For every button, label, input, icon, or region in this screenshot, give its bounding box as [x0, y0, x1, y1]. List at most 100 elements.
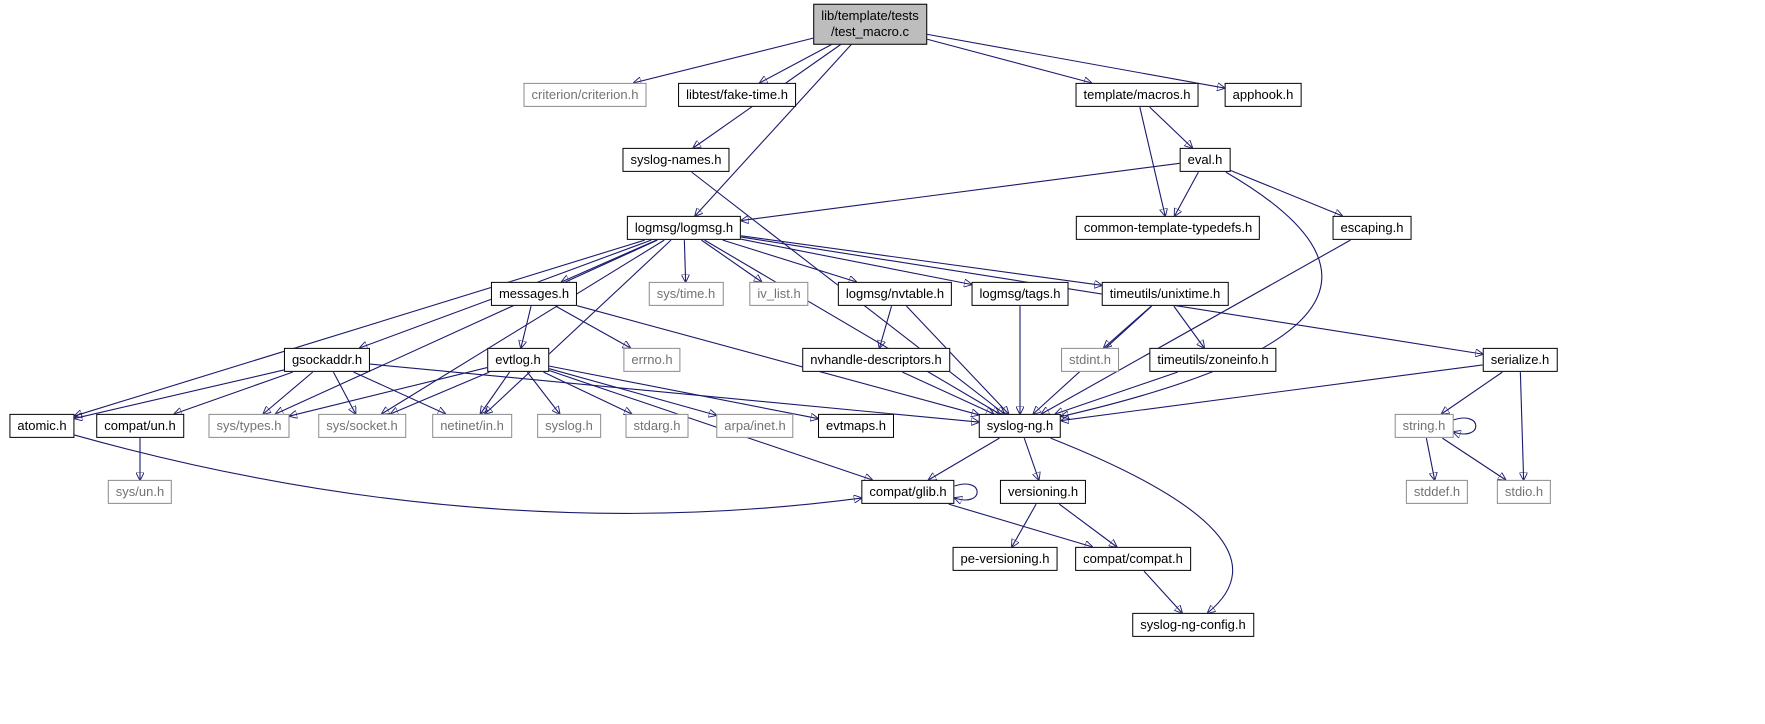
node-netinetin: netinet/in.h [432, 413, 512, 439]
node-unixtime[interactable]: timeutils/unixtime.h [1101, 281, 1229, 307]
edge-messages-errno [555, 305, 631, 348]
edge-evtlog-syssocket [391, 371, 490, 414]
node-eval[interactable]: eval.h [1179, 147, 1231, 173]
node-logmsg[interactable]: logmsg/logmsg.h [626, 215, 742, 241]
node-syssocket: sys/socket.h [318, 413, 406, 439]
node-syslogh: syslog.h [537, 413, 601, 439]
edge-root-apphook [926, 33, 1225, 88]
edge-messages-evtlog [521, 305, 532, 348]
edge-gsockaddr-syslogng [370, 363, 979, 422]
node-stdarg: stdarg.h [625, 413, 689, 439]
node-escaping[interactable]: escaping.h [1332, 215, 1412, 241]
node-glib[interactable]: compat/glib.h [861, 479, 955, 505]
edge-logmsg-messages [562, 239, 657, 282]
edge-logmsg-ivlist [701, 239, 761, 282]
node-syslogng[interactable]: syslog-ng.h [978, 413, 1062, 439]
node-gsockaddr[interactable]: gsockaddr.h [283, 347, 371, 373]
edge-stringh-stddef [1425, 438, 1434, 480]
edge-root-logmsg [695, 43, 852, 216]
edge-eval-cttypedefs [1175, 171, 1199, 216]
edge-logmsg-systime [684, 240, 685, 282]
edge-root-macros [926, 38, 1092, 83]
edge-macros-cttypedefs [1139, 107, 1165, 216]
edge-stringh-stdio [1442, 437, 1505, 480]
edge-gsockaddr-netinetin [353, 371, 446, 414]
edge-messages-syslogng [576, 305, 979, 415]
edge-escaping-syslogng [1042, 239, 1351, 414]
edge-evtlog-evtmaps [548, 365, 818, 419]
node-syslognames[interactable]: syslog-names.h [622, 147, 730, 173]
edge-eval-escaping [1230, 169, 1342, 216]
node-systime: sys/time.h [648, 281, 724, 307]
edge-evtlog-stdarg [543, 371, 632, 414]
edge-glib-compat [948, 503, 1093, 547]
node-root: lib/template/tests /test_macro.c [813, 3, 927, 45]
edge-evtlog-syslogh [526, 371, 559, 414]
node-nvtable[interactable]: logmsg/nvtable.h [837, 281, 953, 307]
node-sngconfig[interactable]: syslog-ng-config.h [1132, 612, 1254, 638]
node-stdint: stdint.h [1061, 347, 1119, 373]
edge-logmsg-systypes [276, 239, 658, 414]
node-ivlist: iv_list.h [749, 281, 809, 307]
edge-serialize-stdio [1520, 372, 1523, 480]
node-macros[interactable]: template/macros.h [1075, 82, 1199, 108]
edge-syslogng-sngconfig [1050, 437, 1234, 613]
edge-evtlog-arpainet [548, 368, 717, 416]
edge-root-criterion [634, 37, 814, 83]
edge-eval-logmsg [741, 162, 1180, 220]
node-systypes: sys/types.h [208, 413, 290, 439]
node-serialize[interactable]: serialize.h [1482, 347, 1558, 373]
node-compat[interactable]: compat/compat.h [1075, 546, 1191, 572]
edge-syslogng-glib [929, 437, 1000, 480]
node-apphook[interactable]: apphook.h [1224, 82, 1302, 108]
node-cttypedefs[interactable]: common-template-typedefs.h [1075, 215, 1261, 241]
node-peversioning[interactable]: pe-versioning.h [952, 546, 1058, 572]
edge-logmsg-netinetin [485, 239, 672, 414]
node-evtmaps[interactable]: evtmaps.h [818, 413, 894, 439]
node-stdio: stdio.h [1496, 479, 1552, 505]
edge-logmsg-unixtime [741, 235, 1102, 285]
edge-nvtable-nvhandle [879, 305, 893, 348]
edge-logmsg-atomic [75, 239, 645, 416]
edge-evtlog-netinetin [480, 371, 511, 414]
edge-gsockaddr-atomic [75, 369, 285, 418]
node-zoneinfo[interactable]: timeutils/zoneinfo.h [1149, 347, 1277, 373]
edge-gsockaddr-syssocket [332, 371, 355, 414]
edge-root-faketime [760, 43, 833, 83]
node-compatun[interactable]: compat/un.h [96, 413, 184, 439]
node-atomic[interactable]: atomic.h [9, 413, 75, 439]
edge-syslogng-versioning [1023, 437, 1039, 480]
edge-logmsg-tags [741, 238, 971, 284]
node-arpainet: arpa/inet.h [716, 413, 794, 439]
edge-nvtable-syslogng [906, 305, 1008, 414]
edge-evtlog-systypes [290, 367, 488, 417]
node-versioning[interactable]: versioning.h [999, 479, 1087, 505]
edge-serialize-stringh [1442, 371, 1503, 414]
edge-stringh-stringh [1453, 417, 1477, 434]
edge-macros-eval [1149, 106, 1193, 148]
edge-unixtime-zoneinfo [1173, 305, 1204, 348]
edge-gsockaddr-compatun [174, 371, 293, 414]
edge-compat-sngconfig [1143, 570, 1182, 613]
node-stddef: stddef.h [1405, 479, 1469, 505]
node-faketime[interactable]: libtest/fake-time.h [678, 82, 796, 108]
edge-logmsg-syslogng [704, 239, 1000, 414]
edge-logmsg-nvtable [722, 239, 856, 282]
edge-gsockaddr-systypes [263, 371, 314, 414]
edge-eval-syslogng [1061, 171, 1323, 416]
node-tags[interactable]: logmsg/tags.h [971, 281, 1069, 307]
node-messages[interactable]: messages.h [490, 281, 578, 307]
edge-versioning-compat [1058, 503, 1116, 547]
edge-versioning-peversioning [1012, 503, 1037, 547]
node-stringh: string.h [1394, 413, 1454, 439]
node-evtlog[interactable]: evtlog.h [487, 347, 549, 373]
edge-logmsg-syssocket [382, 239, 665, 414]
edge-glib-glib [955, 483, 978, 500]
edge-evtlog-glib [548, 369, 872, 479]
node-sysun: sys/un.h [107, 479, 173, 505]
node-nvhandle[interactable]: nvhandle-descriptors.h [802, 347, 950, 373]
edge-nvhandle-syslogng [902, 371, 993, 414]
edge-zoneinfo-syslogng [1055, 371, 1178, 414]
edge-serialize-syslogng [1061, 364, 1483, 421]
